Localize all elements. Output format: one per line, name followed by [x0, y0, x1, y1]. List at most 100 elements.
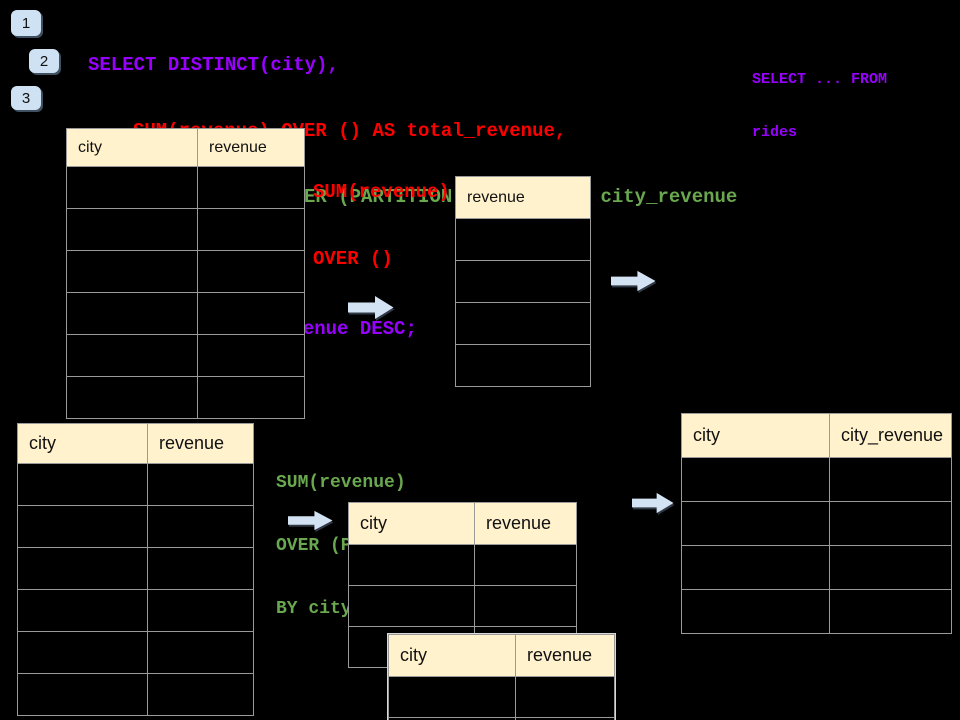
step-badge-2: 2: [29, 49, 59, 73]
column-header: revenue: [197, 128, 305, 167]
table-row: [455, 344, 591, 387]
arrow-right-shape: [611, 270, 656, 292]
table-cell: [681, 589, 830, 634]
table-cell: [681, 501, 830, 546]
table-row: [66, 376, 305, 419]
table-cell: [147, 463, 254, 506]
table-cell: [197, 376, 305, 419]
annotation-partition-line-1: SUM(revenue): [276, 473, 406, 493]
table-cell: [515, 717, 615, 720]
column-header: city: [348, 502, 475, 545]
table-cell: [388, 676, 516, 718]
column-header: city: [388, 634, 516, 677]
table-cell: [474, 544, 577, 586]
arrow-right-icon: [632, 492, 674, 514]
table-cell: [455, 302, 591, 345]
table-cell: [829, 457, 952, 502]
table-row: [17, 631, 254, 674]
column-header: revenue: [474, 502, 577, 545]
column-header: revenue: [455, 176, 591, 219]
column-header: city: [681, 413, 830, 458]
table-cell: [147, 673, 254, 716]
table-row: [455, 260, 591, 303]
table-cell: [197, 250, 305, 293]
table-cell: [17, 673, 148, 716]
table-cell: [66, 292, 198, 335]
table-cell: [17, 631, 148, 674]
column-header: revenue: [515, 634, 615, 677]
table-cell: [17, 505, 148, 548]
table-cell: [17, 547, 148, 590]
table-cell: [515, 676, 615, 718]
table-cell: [197, 166, 305, 209]
table-cell: [66, 376, 198, 419]
table-row: [388, 717, 615, 720]
table-row: [17, 505, 254, 548]
step-badge-1: 1: [11, 10, 41, 36]
table-cell: [147, 505, 254, 548]
arrow-right-icon: [348, 296, 394, 319]
arrow-right-icon: [611, 270, 656, 292]
arrow-right-icon: [288, 510, 333, 531]
table-cell: [197, 292, 305, 335]
table-row: [681, 545, 952, 590]
table-cell: [474, 585, 577, 627]
table-cell: [66, 166, 198, 209]
table-cell: [681, 545, 830, 590]
table-row: [681, 457, 952, 502]
table-row: [681, 501, 952, 546]
annotation-total-line-2: OVER (): [313, 248, 393, 270]
annotation-sum-over-total: SUM(revenue) OVER (): [313, 137, 450, 315]
arrow-right-shape: [288, 510, 333, 531]
table-header-row: revenue: [455, 176, 591, 219]
table-cell: [197, 208, 305, 251]
table-cell: [66, 250, 198, 293]
table-row: [455, 218, 591, 261]
table-cell: [455, 218, 591, 261]
table-row: [681, 589, 952, 634]
arrow-right-shape: [348, 296, 394, 319]
table-cell: [455, 260, 591, 303]
step-badge-3: 3: [11, 86, 41, 110]
table-row: [66, 166, 305, 209]
table-cell: [66, 334, 198, 377]
table-cell: [197, 334, 305, 377]
table-cell: [17, 589, 148, 632]
table-row: [348, 585, 577, 627]
column-header: revenue: [147, 423, 254, 464]
column-header: city: [17, 423, 148, 464]
table-row: [388, 676, 615, 718]
table-row: [17, 463, 254, 506]
column-header: city_revenue: [829, 413, 952, 458]
table-cell: [681, 457, 830, 502]
arrow-right-shape: [632, 492, 674, 514]
side-note-line-2: rides: [752, 124, 798, 141]
table-cell: [348, 585, 475, 627]
side-note-line-1: SELECT ... FROM: [752, 71, 888, 88]
table-cell: [147, 589, 254, 632]
side-note-select-from: SELECT ... FROM rides: [752, 36, 887, 176]
table-total-revenue-result: revenue: [455, 176, 591, 387]
table-cell: [66, 208, 198, 251]
table-cell: [147, 547, 254, 590]
table-cell: [147, 631, 254, 674]
table-cell: [348, 544, 475, 586]
table-row: [66, 208, 305, 251]
table-row: [17, 673, 254, 716]
table-row: [17, 547, 254, 590]
table-row: [66, 250, 305, 293]
sql-line-select: SELECT DISTINCT(city),: [88, 54, 339, 76]
table-row: [17, 589, 254, 632]
